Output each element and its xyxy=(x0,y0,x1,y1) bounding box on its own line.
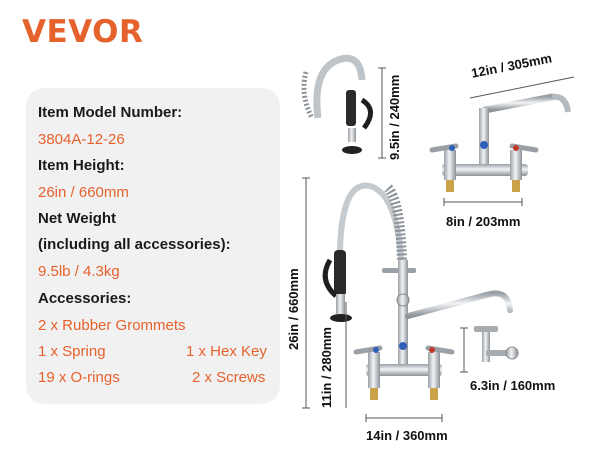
riser-height-label: 11in / 280mm xyxy=(319,327,334,408)
brand-logo: VEVOR xyxy=(22,14,144,50)
pre-rinse-faucet-illustration xyxy=(322,182,513,400)
faucet-width-label: 8in / 203mm xyxy=(446,214,521,229)
height-value: 26in / 660mm xyxy=(38,184,129,201)
wall-faucet-illustration xyxy=(429,93,571,192)
sprayer-illustration xyxy=(301,54,373,154)
height-label: Item Height: xyxy=(38,157,125,174)
weight-label-detail: (including all accessories): xyxy=(38,236,231,253)
weight-label: Net Weight xyxy=(38,210,117,227)
accessory-item: 19 x O-rings xyxy=(38,369,120,386)
accessories-label: Accessories: xyxy=(38,290,132,307)
accessory-item: 2 x Rubber Grommets xyxy=(38,317,186,334)
bracket-height-label: 6.3in / 160mm xyxy=(470,378,556,393)
accessory-item: 1 x Hex Key xyxy=(186,343,267,360)
accessory-item: 2 x Screws xyxy=(192,369,266,386)
spec-panel xyxy=(26,88,280,404)
model-value: 3804A-12-26 xyxy=(38,131,125,148)
wall-bracket-illustration xyxy=(474,326,519,362)
accessory-item: 1 x Spring xyxy=(38,343,106,360)
total-height-label: 26in / 660mm xyxy=(286,268,301,350)
base-width-label: 14in / 360mm xyxy=(366,428,448,443)
weight-value: 9.5lb / 4.3kg xyxy=(38,263,120,280)
sprayer-height-label: 9.5in / 240mm xyxy=(387,74,402,160)
model-label: Item Model Number: xyxy=(38,104,183,121)
